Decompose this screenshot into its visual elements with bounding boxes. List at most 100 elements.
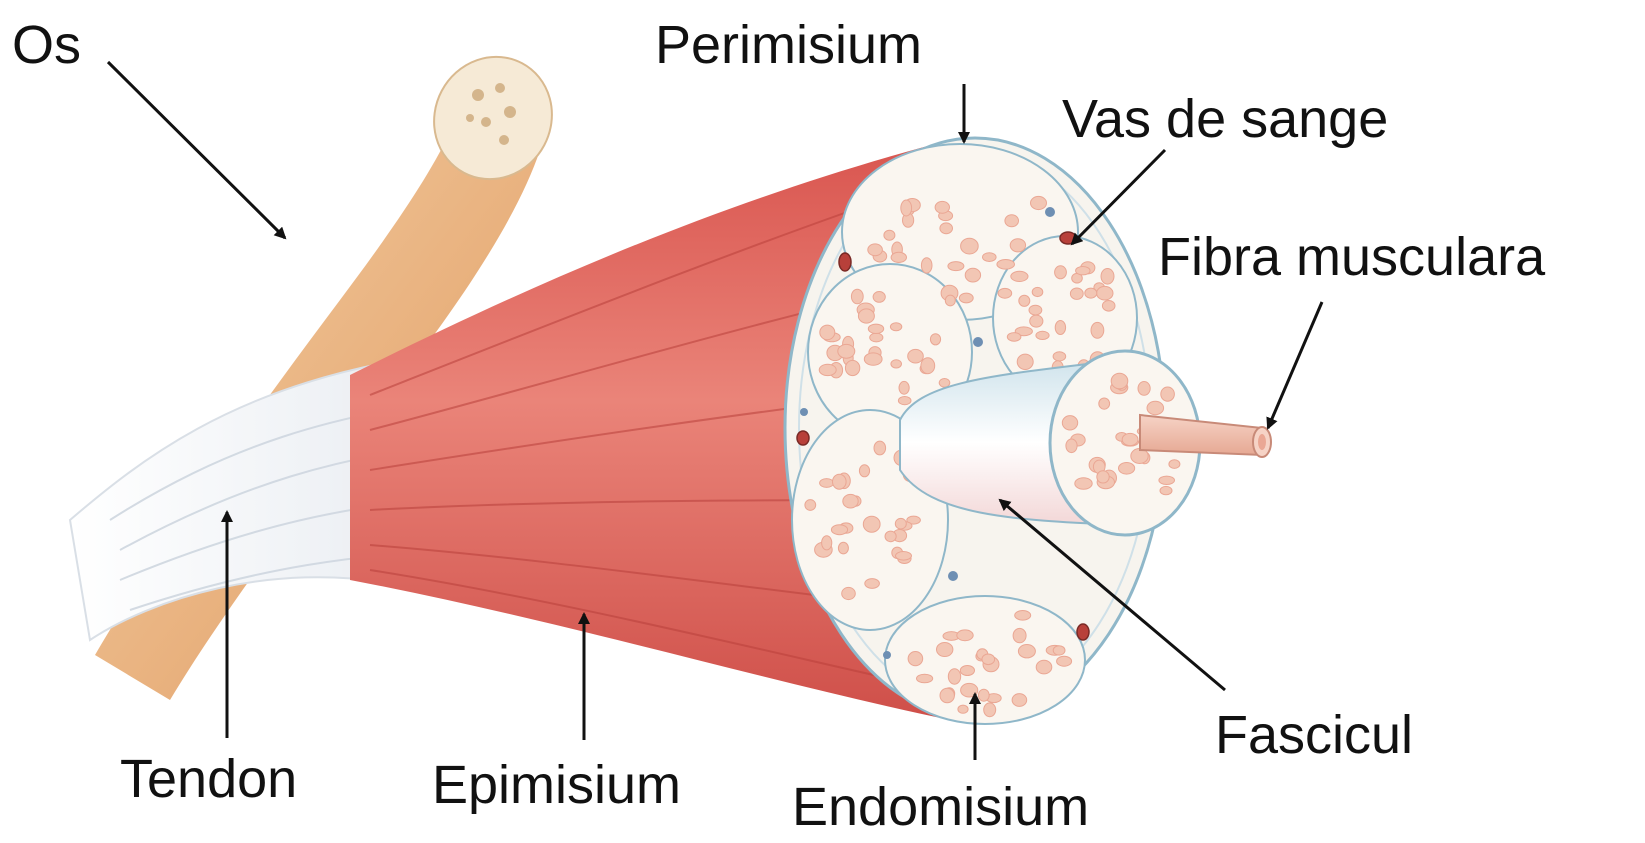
fiber-section bbox=[1011, 271, 1028, 281]
fiber-section bbox=[863, 516, 880, 532]
label-endomisium: Endomisium bbox=[792, 780, 1089, 834]
fiber-section bbox=[930, 334, 940, 345]
label-vas-de-sange: Vas de sange bbox=[1062, 92, 1388, 146]
fiber-section bbox=[935, 201, 949, 213]
fiber-section bbox=[891, 360, 902, 368]
fiber-section bbox=[1099, 398, 1110, 409]
fiber-section bbox=[1018, 645, 1035, 658]
fiber-section bbox=[1055, 321, 1065, 335]
fiber-section bbox=[874, 441, 886, 455]
fiber-section bbox=[899, 381, 909, 394]
fiber-section bbox=[1091, 322, 1104, 338]
arrow-os bbox=[108, 62, 285, 238]
fiber-section bbox=[1030, 315, 1043, 327]
fiber-section bbox=[1019, 295, 1030, 306]
label-perimisium: Perimisium bbox=[655, 18, 922, 72]
fiber-section bbox=[959, 293, 973, 303]
fiber-section bbox=[1013, 628, 1026, 642]
arrow-fibra-musculara bbox=[1268, 302, 1322, 428]
fiber-section bbox=[1122, 433, 1138, 445]
fiber-section bbox=[896, 552, 912, 561]
fiber-section bbox=[1007, 333, 1021, 342]
fiber-section bbox=[1159, 476, 1175, 484]
fiber-section bbox=[948, 262, 964, 271]
fiber-section bbox=[984, 703, 996, 717]
fiber-section bbox=[868, 324, 883, 333]
fiber-section bbox=[891, 252, 906, 262]
fiber-section bbox=[1102, 301, 1115, 312]
fiber-section bbox=[1036, 660, 1052, 674]
fiber-section bbox=[960, 666, 974, 676]
fiber-section bbox=[1138, 382, 1150, 396]
fiber-section bbox=[983, 253, 997, 262]
fiber-section bbox=[838, 542, 848, 554]
fiber-section bbox=[1053, 352, 1066, 361]
fiber-section bbox=[1010, 239, 1025, 252]
fiber-section bbox=[1119, 463, 1135, 475]
fiber-section bbox=[1076, 267, 1090, 275]
fiber-section bbox=[870, 333, 883, 342]
fiber-section bbox=[940, 223, 953, 234]
fiber-section bbox=[1005, 215, 1019, 227]
label-fibra-musculara: Fibra musculara bbox=[1158, 230, 1545, 284]
fiber-section bbox=[1169, 460, 1180, 469]
fiber-section bbox=[1160, 486, 1172, 494]
fiber-section bbox=[1029, 305, 1042, 315]
fiber-section bbox=[819, 364, 836, 375]
fiber-section bbox=[917, 674, 933, 683]
fiber-section bbox=[859, 465, 869, 477]
fiber-section bbox=[921, 358, 935, 374]
label-fascicul: Fascicul bbox=[1215, 708, 1413, 762]
fiber-section bbox=[868, 244, 883, 256]
fiber-section bbox=[865, 579, 880, 589]
fiber-section bbox=[1055, 266, 1067, 279]
fiber-section bbox=[948, 669, 960, 684]
fiber-section bbox=[1070, 288, 1083, 299]
fiber-section bbox=[945, 295, 955, 306]
fiber-section bbox=[1066, 439, 1077, 453]
fiber-section bbox=[1101, 269, 1114, 285]
fiber-section bbox=[831, 525, 847, 535]
fiber-section bbox=[1015, 611, 1031, 621]
fiber-section bbox=[1017, 354, 1033, 369]
fiber-section bbox=[908, 349, 924, 363]
fiber-section bbox=[873, 292, 885, 303]
fiber-section bbox=[997, 260, 1015, 270]
fiber-section bbox=[1085, 288, 1097, 298]
fiber-section bbox=[820, 479, 834, 488]
fiber-section bbox=[822, 536, 832, 550]
fiber-section bbox=[978, 689, 989, 701]
fiber-section bbox=[842, 587, 856, 599]
fiber-section bbox=[921, 258, 932, 273]
fiber-section bbox=[1111, 373, 1128, 389]
fiber-section bbox=[833, 474, 847, 489]
muscle-fiber bbox=[1140, 415, 1271, 457]
label-os: Os bbox=[12, 18, 81, 72]
fiber-section bbox=[898, 397, 911, 405]
fiber-section bbox=[998, 288, 1012, 298]
fiber-section bbox=[1031, 196, 1047, 209]
fiber-section bbox=[843, 494, 858, 508]
fiber-section bbox=[1097, 471, 1109, 483]
label-epimisium: Epimisium bbox=[432, 758, 681, 812]
fiber-section bbox=[838, 344, 855, 358]
fiber-section bbox=[1075, 478, 1092, 489]
fiber-section bbox=[965, 268, 980, 282]
fiber-section bbox=[958, 705, 968, 713]
fiber-section bbox=[908, 652, 923, 666]
fiber-section bbox=[982, 654, 995, 665]
fiber-section bbox=[890, 323, 901, 331]
fiber-section bbox=[1036, 331, 1049, 339]
fiber-section bbox=[845, 360, 859, 375]
fiber-section bbox=[864, 353, 882, 365]
fiber-section bbox=[851, 289, 863, 304]
fiber-section bbox=[1161, 387, 1175, 401]
fiber-section bbox=[1053, 646, 1065, 655]
fiber-section bbox=[940, 688, 954, 703]
fiber-section bbox=[895, 518, 906, 529]
fiber-section bbox=[1057, 656, 1072, 666]
fiber-section bbox=[858, 309, 874, 323]
label-tendon: Tendon bbox=[120, 752, 297, 806]
fiber-section bbox=[805, 500, 816, 511]
